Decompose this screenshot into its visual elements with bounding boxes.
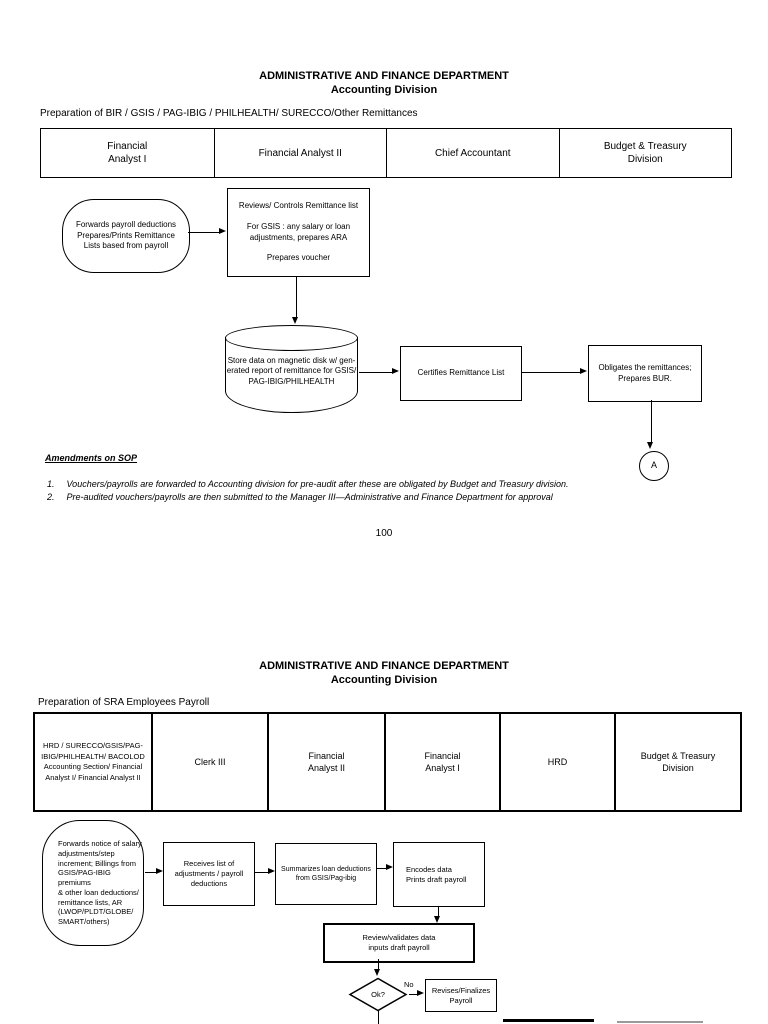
- flow-line: [651, 400, 652, 442]
- page1-title: ADMINISTRATIVE AND FINANCE DEPARTMENT: [259, 70, 509, 82]
- amendment-2-number: 2.: [47, 492, 55, 502]
- amendment-2-text: Pre-audited vouchers/payrolls are then s…: [66, 492, 553, 502]
- arrow-right-icon: [219, 228, 226, 234]
- flow-line: [378, 1011, 379, 1024]
- connector-a: A: [639, 451, 669, 481]
- flow-line: [145, 872, 156, 873]
- arrow-down-icon: [434, 916, 440, 923]
- page2-subtitle: Accounting Division: [330, 674, 438, 686]
- flow-line: [254, 872, 268, 873]
- flow-line: [359, 372, 392, 373]
- swimlane-financial-analyst-2: Financial Analyst II: [213, 129, 387, 177]
- flow-line: [376, 868, 386, 869]
- cylinder-top: [225, 325, 358, 351]
- flow1-obligates-process: Obligates the remittances; Prepares BUR.: [588, 345, 702, 402]
- flow2-receives-process: Receives list of adjustments / payroll d…: [163, 842, 255, 906]
- swimlane-hrd: HRD: [499, 714, 614, 810]
- page1-swimlane-header: Financial Analyst I Financial Analyst II…: [40, 128, 732, 178]
- flow2-review-validates-process: Review/validates data inputs draft payro…: [323, 923, 475, 963]
- page2-procedure-label: Preparation of SRA Employees Payroll: [38, 697, 210, 708]
- arrow-right-icon: [417, 990, 424, 996]
- flow-line: [188, 232, 219, 233]
- flow2-ok-decision-label: Ok?: [371, 990, 385, 999]
- page2-title: ADMINISTRATIVE AND FINANCE DEPARTMENT: [259, 660, 509, 672]
- arrow-right-icon: [156, 868, 163, 874]
- flow-line: [521, 372, 580, 373]
- amendments-heading: Amendments on SOP: [45, 453, 138, 463]
- amendment-item-2: 2. Pre-audited vouchers/payrolls are the…: [47, 492, 737, 503]
- swimlane-financial-analyst-2: Financial Analyst II: [267, 714, 384, 810]
- swimlane-hrd-surecco-group: HRD / SURECCO/GSIS/PAG- IBIG/PHILHEALTH/…: [41, 741, 145, 782]
- arrow-right-icon: [580, 368, 587, 374]
- page1-subtitle: Accounting Division: [330, 84, 438, 96]
- page1-procedure-label: Preparation of BIR / GSIS / PAG-IBIG / P…: [40, 108, 418, 119]
- flow2-cutoff-box-gray: [617, 1021, 703, 1024]
- page-number: 100: [375, 528, 393, 539]
- swimlane-financial-analyst-1: Financial Analyst I: [107, 141, 148, 165]
- flow2-ok-decision: Ok?: [348, 977, 408, 1012]
- flow1-datastore-cylinder: Store data on magnetic disk w/ gen- erat…: [225, 325, 358, 413]
- swimlane-financial-analyst-1: Financial Analyst I: [384, 714, 499, 810]
- flow2-revises-process: Revises/Finalizes Payroll: [425, 979, 497, 1012]
- flow2-encodes-process: Encodes data Prints draft payroll: [393, 842, 485, 907]
- page2-swimlane-header: HRD / SURECCO/GSIS/PAG- IBIG/PHILHEALTH/…: [33, 712, 742, 812]
- swimlane-budget-treasury: Budget & Treasury Division: [558, 129, 732, 177]
- flow-line: [438, 907, 439, 916]
- amendment-1-number: 1.: [47, 479, 55, 489]
- amendment-1-text: Vouchers/payrolls are forwarded to Accou…: [66, 479, 569, 489]
- swimlane-chief-accountant: Chief Accountant: [386, 129, 559, 177]
- flow2-summarizes-process: Summarizes loan deductions from GSIS/Pag…: [275, 843, 377, 905]
- flow2-start-terminator: Forwards notice of salary adjustments/st…: [42, 820, 144, 946]
- arrow-down-icon: [292, 317, 298, 324]
- arrow-right-icon: [392, 368, 399, 374]
- flow-line: [378, 959, 379, 969]
- amendment-item-1: 1. Vouchers/payrolls are forwarded to Ac…: [47, 479, 737, 490]
- swimlane-clerk-3: Clerk III: [151, 714, 267, 810]
- decision-no-label: No: [404, 980, 414, 989]
- diamond-shape-icon: [348, 977, 408, 1012]
- flow1-start-terminator: Forwards payroll deductions Prepares/Pri…: [62, 199, 190, 273]
- flow2-cutoff-box-dark: [503, 1019, 594, 1024]
- arrow-right-icon: [386, 864, 393, 870]
- arrow-down-icon: [374, 969, 380, 976]
- flow1-datastore-label: Store data on magnetic disk w/ gen- erat…: [226, 356, 357, 386]
- arrow-down-icon: [647, 442, 653, 449]
- flow-line: [296, 276, 297, 317]
- swimlane-budget-treasury: Budget & Treasury Division: [614, 714, 740, 810]
- arrow-right-icon: [268, 868, 275, 874]
- flow1-certifies-process: Certifies Remittance List: [400, 346, 522, 401]
- flow-line: [409, 994, 417, 995]
- flow1-reviews-process: Reviews/ Controls Remittance list For GS…: [227, 188, 370, 277]
